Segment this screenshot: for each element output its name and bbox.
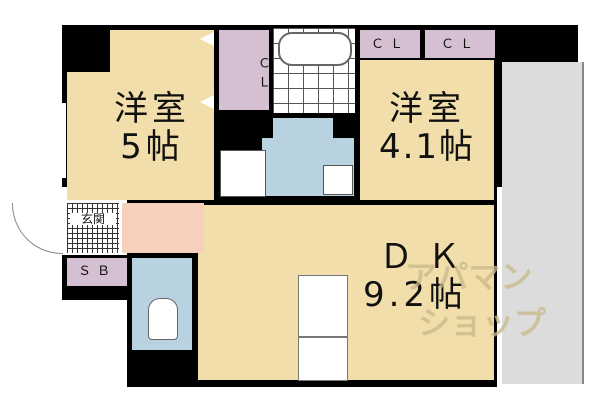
- closet-room2-b: [425, 30, 495, 58]
- kitchen-stove: [298, 337, 348, 381]
- closet-room2-a-label: ＣＬ: [370, 37, 409, 52]
- kitchen-sink: [298, 275, 348, 337]
- room2-name: 洋室: [389, 89, 465, 129]
- closet-room2-b-label: ＣＬ: [440, 37, 479, 52]
- western-room-1-upper: [110, 30, 214, 75]
- entrance-door-swing[interactable]: [12, 203, 63, 254]
- balcony: [502, 62, 584, 384]
- entrance: [67, 203, 119, 253]
- bathtub: [278, 32, 352, 66]
- closet-door-marker: [200, 32, 214, 46]
- watermark-line2: ショップ: [418, 304, 547, 342]
- closet-room2-a: [360, 30, 420, 58]
- dk-name: ＤＫ: [379, 237, 475, 277]
- closet-room1: [219, 30, 269, 110]
- window-room1: [62, 103, 66, 178]
- western-room-2: [360, 60, 494, 200]
- closet-door-marker: [200, 95, 214, 109]
- room1-name: 洋室: [114, 89, 190, 129]
- toilet: [148, 298, 178, 340]
- watermark-line1: アパマン: [405, 258, 533, 296]
- washing-machine-pan: [323, 165, 353, 195]
- closet-room1-label: ＣＬ: [255, 56, 270, 94]
- shoe-box-label: ＳＢ: [77, 264, 116, 279]
- washroom-upper: [273, 118, 333, 143]
- wash-basin: [220, 150, 266, 197]
- entrance-label: 玄関: [70, 213, 116, 225]
- room2-size: 4.1帖: [378, 127, 476, 167]
- western-room-1: [67, 72, 214, 200]
- shoe-box: [67, 258, 127, 286]
- dk-size: 9.2帖: [362, 275, 468, 315]
- hallway: [122, 203, 204, 253]
- room1-size: 5帖: [120, 127, 184, 167]
